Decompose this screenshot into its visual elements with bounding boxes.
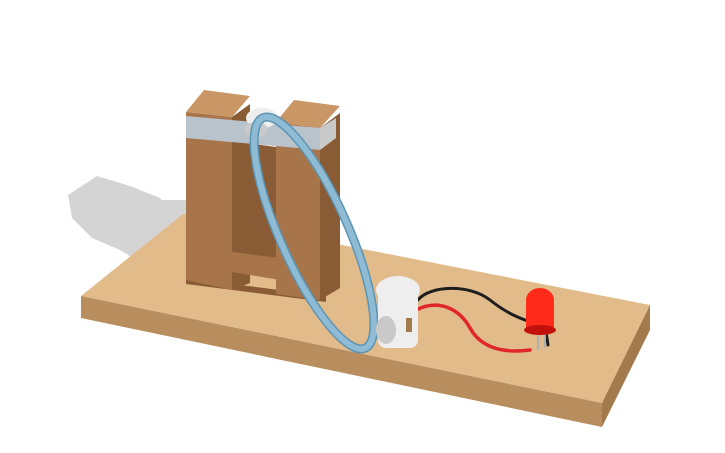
base-front: [81, 296, 602, 427]
led-rim: [524, 325, 556, 335]
base-side: [602, 305, 650, 427]
led-dome: [526, 288, 554, 312]
switch-roller: [376, 316, 396, 344]
switch-top: [376, 276, 420, 304]
red-led[interactable]: [524, 288, 556, 350]
left-post-front: [186, 112, 232, 290]
elastic-loop[interactable]: [232, 104, 397, 362]
red-wire: [414, 303, 532, 353]
loop-inner: [251, 114, 377, 352]
crossbar-side: [320, 118, 336, 150]
micro-switch[interactable]: [376, 276, 420, 348]
frame-slot: [240, 142, 276, 262]
frame-bottom-bar: [232, 252, 280, 280]
switch-terminal: [406, 318, 412, 332]
upright-frame[interactable]: [186, 90, 340, 302]
wooden-base[interactable]: [81, 214, 650, 427]
right-post-top: [276, 100, 340, 128]
left-post-top: [186, 90, 250, 117]
right-post-side: [320, 113, 340, 300]
